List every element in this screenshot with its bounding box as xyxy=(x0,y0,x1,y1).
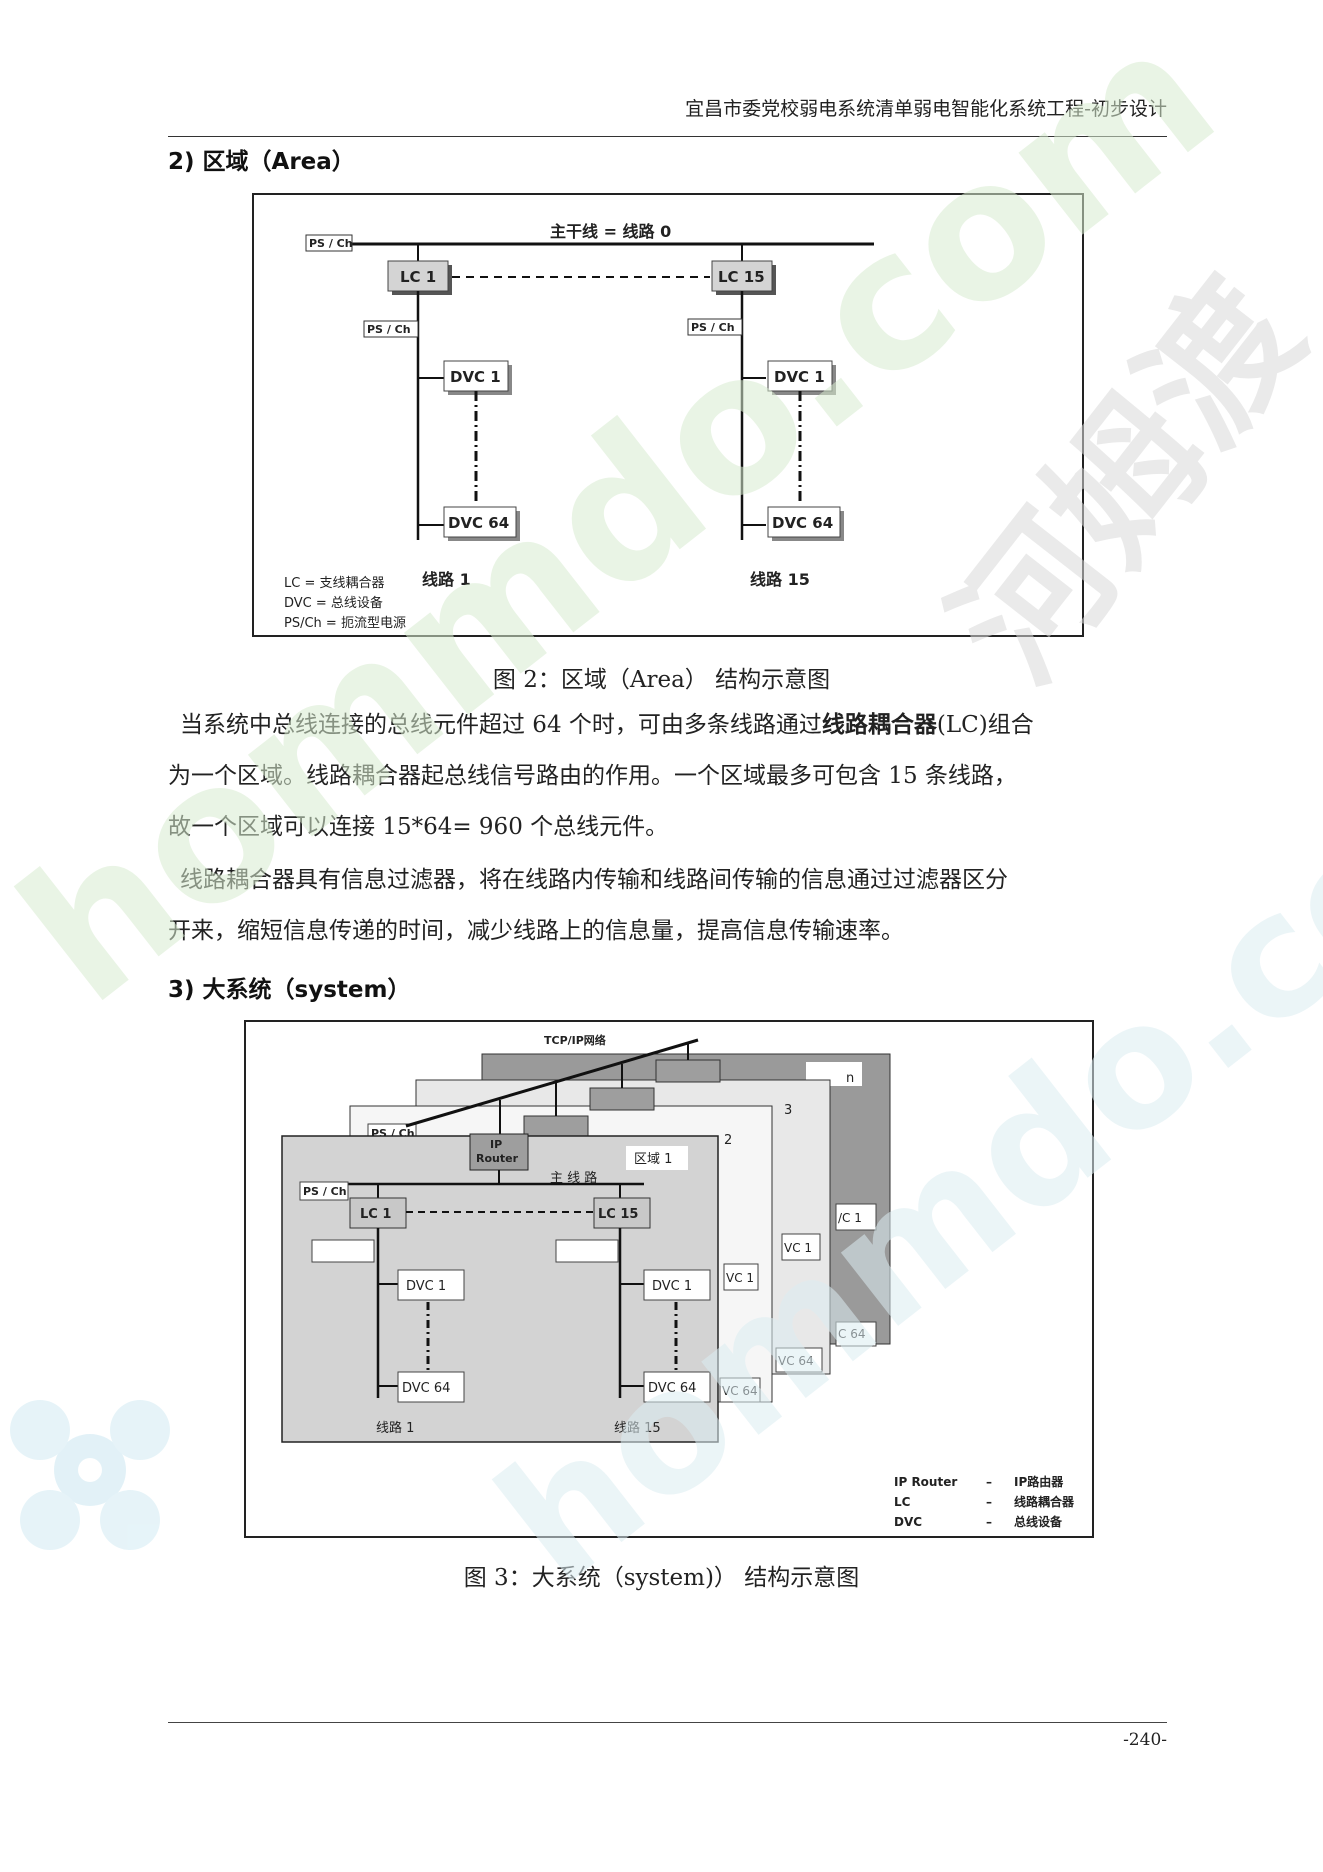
dvc1-label: DVC 1 xyxy=(774,368,825,386)
ip-router-label: IP xyxy=(490,1138,502,1151)
area1-label: 区域 1 xyxy=(634,1152,672,1167)
back-dvc1-label: /C 1 xyxy=(838,1211,862,1225)
legend-desc: IP路由器 xyxy=(1014,1474,1064,1489)
dvc1-label: DVC 1 xyxy=(406,1279,446,1294)
tcpip-network-label: TCP/IP网络 xyxy=(544,1033,606,1047)
legend-dash: – xyxy=(986,1475,992,1489)
dvc64-label: DVC 64 xyxy=(648,1381,696,1396)
back-dvc1-label: VC 1 xyxy=(726,1271,754,1285)
footer-rule xyxy=(168,1722,1167,1723)
bold-term: 线路耦合器 xyxy=(821,712,937,738)
figure2-caption: 图 2：区域（Area） 结构示意图 xyxy=(492,667,831,693)
lc15-label: LC 15 xyxy=(718,268,765,286)
back-dvc1-label: VC 1 xyxy=(784,1241,812,1255)
paragraph-text: 故一个区域可以连接 15*64= 960 个总线元件。 xyxy=(168,814,669,840)
line15-label: 线路 15 xyxy=(614,1420,661,1436)
figure3-caption: 图 3：大系统（system)） 结构示意图 xyxy=(463,1565,860,1591)
ps-ch-label: PS / Ch xyxy=(691,321,735,334)
paragraph-text: 开来，缩短信息传递的时间，减少线路上的信息量，提高信息传输速率。 xyxy=(168,918,904,944)
line1-label: 线路 1 xyxy=(422,570,471,589)
lc15-label: LC 15 xyxy=(598,1207,638,1222)
dvc1-label: DVC 1 xyxy=(450,368,501,386)
ps-ch-label: PS / Ch xyxy=(367,323,411,336)
ip-router-label: Router xyxy=(476,1152,519,1165)
legend-term: DVC xyxy=(894,1515,922,1529)
legend-dash: – xyxy=(986,1515,992,1529)
line1-label: 线路 1 xyxy=(376,1420,414,1436)
dvc64-label: DVC 64 xyxy=(448,514,509,532)
paragraph: 线路耦合器具有信息过滤器，将在线路内传输和线路间传输的信息通过过滤器区分 开来，… xyxy=(168,855,1168,957)
area-diagram-svg: 主干线 = 线路 0 PS / Ch LC 1 LC 15 PS / Ch PS… xyxy=(284,222,874,631)
legend-desc: 总线设备 xyxy=(1014,1514,1063,1529)
legend-item: PS/Ch = 扼流型电源 xyxy=(284,616,406,631)
dvc64-label: DVC 64 xyxy=(772,514,833,532)
lc1-label: LC 1 xyxy=(360,1207,391,1222)
flower-logo-icon xyxy=(10,1400,170,1550)
layer-n-label: n xyxy=(846,1071,854,1086)
legend-dash: – xyxy=(986,1495,992,1509)
paragraph-text: 当系统中总线连接的总线元件超过 64 个时，可由多条线路通过 xyxy=(180,712,822,738)
ps-ch-label: PS / Ch xyxy=(309,237,353,250)
paragraph-text: 为一个区域。线路耦合器起总线信号路由的作用。一个区域最多可包含 15 条线路， xyxy=(168,763,1017,789)
page-number: -240- xyxy=(1123,1730,1167,1750)
back-dvc64-label: C 64 xyxy=(838,1327,865,1341)
line15-label: 线路 15 xyxy=(750,570,810,589)
paragraph-text: 线路耦合器具有信息过滤器，将在线路内传输和线路间传输的信息通过过滤器区分 xyxy=(180,867,1008,893)
paragraph: 当系统中总线连接的总线元件超过 64 个时，可由多条线路通过线路耦合器(LC)组… xyxy=(168,700,1168,853)
document-header: 宜昌市委党校弱电系统清单弱电智能化系统工程-初步设计 xyxy=(685,98,1167,120)
back-dvc64-label: VC 64 xyxy=(778,1354,814,1368)
header-rule xyxy=(168,136,1167,137)
lc1-label: LC 1 xyxy=(400,268,436,286)
main-line-label: 主干线 = 线路 0 xyxy=(550,222,671,241)
system-diagram-svg: n /C 1 C 64 3 VC 1 VC 64 2 VC 1 VC 64 PS… xyxy=(281,1033,1075,1529)
section-heading-system: 3) 大系统（system） xyxy=(168,977,411,1003)
figure-area-diagram: 主干线 = 线路 0 PS / Ch LC 1 LC 15 PS / Ch PS… xyxy=(252,193,1084,637)
dvc1-label: DVC 1 xyxy=(652,1279,692,1294)
legend-desc: 线路耦合器 xyxy=(1014,1494,1075,1509)
layer-2-label: 2 xyxy=(724,1133,732,1148)
figure-system-diagram: n /C 1 C 64 3 VC 1 VC 64 2 VC 1 VC 64 PS… xyxy=(244,1020,1094,1538)
legend-term: IP Router xyxy=(894,1475,957,1489)
dvc64-label: DVC 64 xyxy=(402,1381,450,1396)
layer-3-label: 3 xyxy=(784,1103,792,1118)
paragraph-text: (LC)组合 xyxy=(936,712,1034,738)
ps-ch-label: PS / Ch xyxy=(303,1185,347,1198)
legend-item: LC = 支线耦合器 xyxy=(284,576,384,591)
section-heading-area: 2) 区域（Area） xyxy=(168,149,355,175)
main-line-label: 主 线 路 xyxy=(550,1170,597,1186)
legend-item: DVC = 总线设备 xyxy=(284,595,383,611)
back-dvc64-label: VC 64 xyxy=(722,1384,758,1398)
legend-term: LC xyxy=(894,1495,911,1509)
